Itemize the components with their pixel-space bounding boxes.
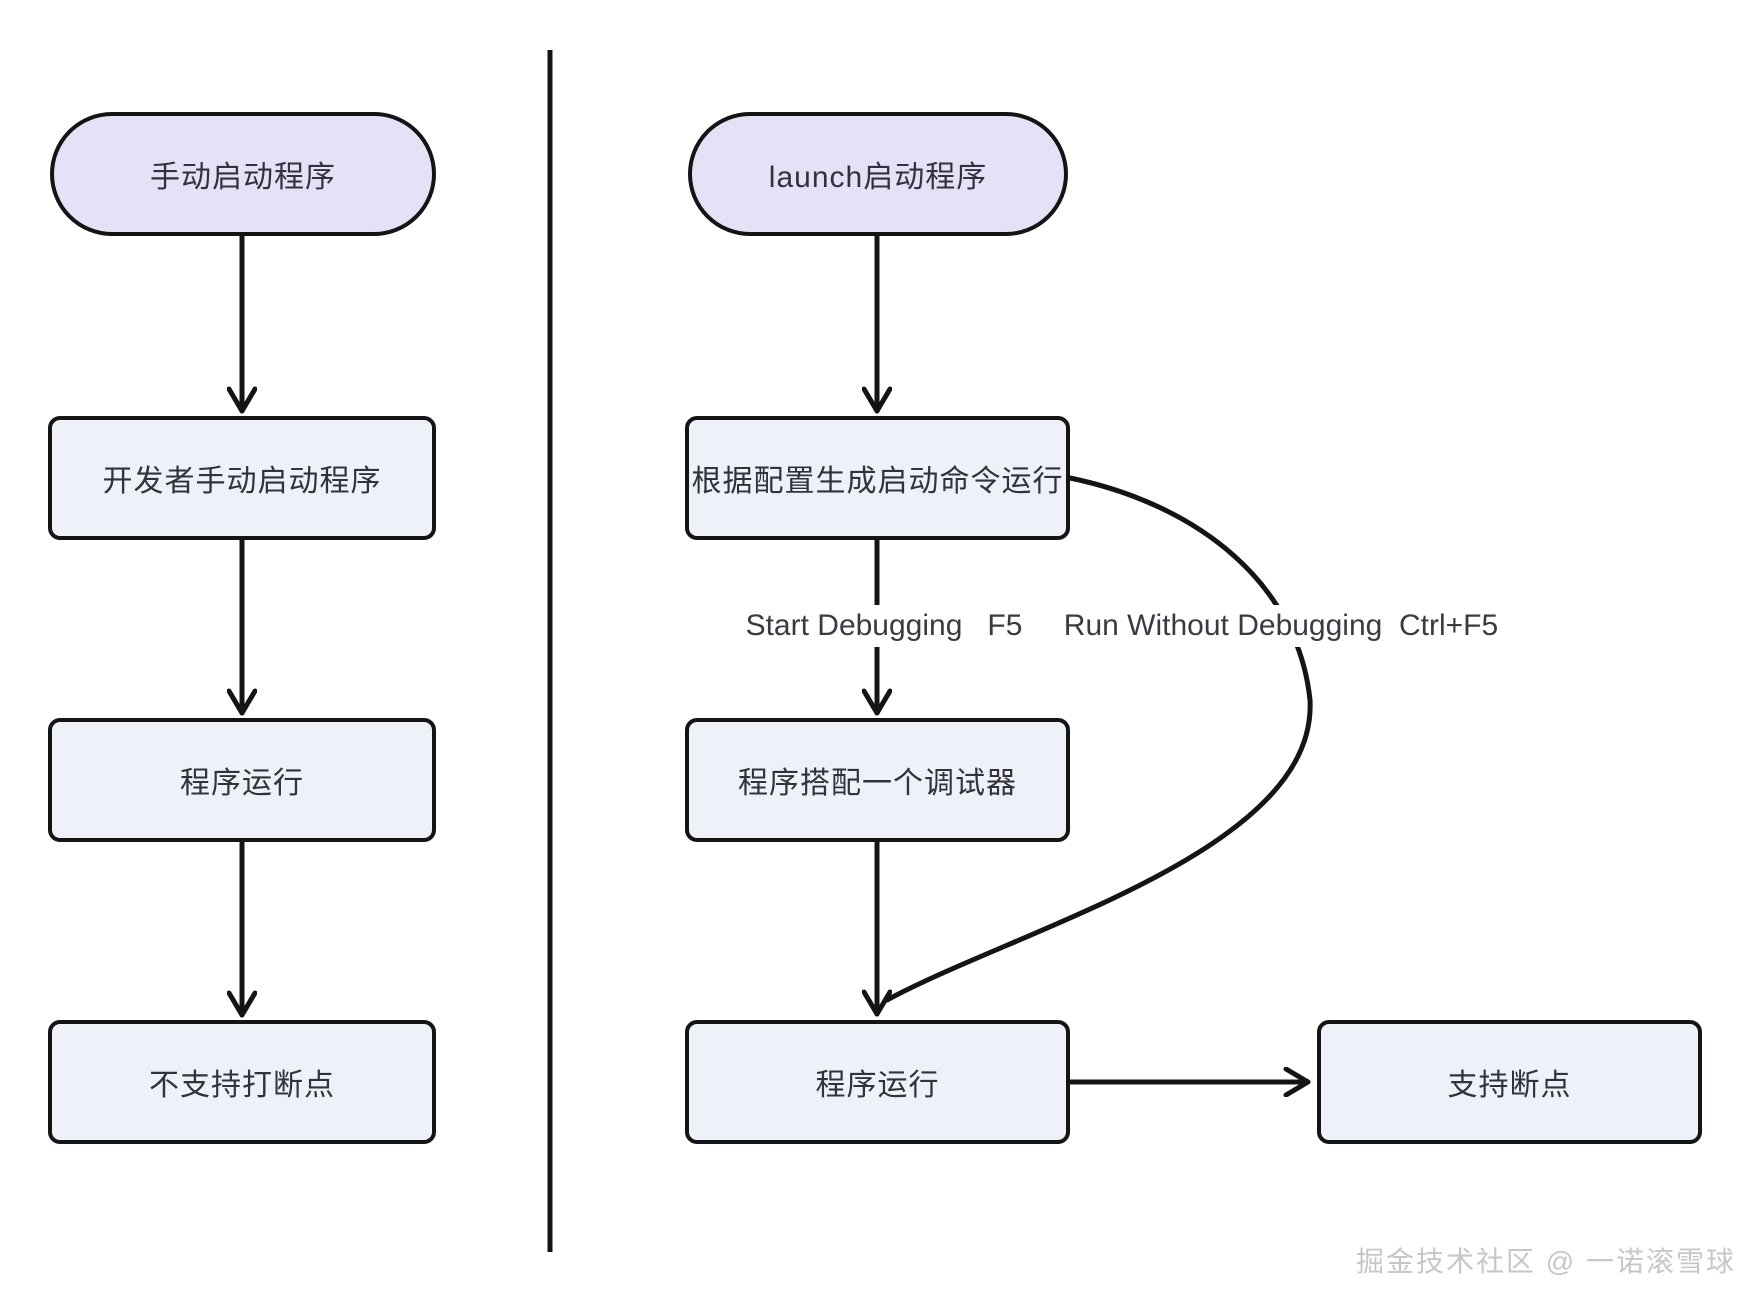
edge-label-start-debugging: Start Debugging F5 [735,605,1033,647]
watermark-text: 掘金技术社区 @ 一诺滚雪球 [1356,1246,1736,1277]
node-breakpoint-supported: 支持断点 [1317,1020,1702,1144]
node-launch-debugger: 程序搭配一个调试器 [685,718,1070,842]
edge-label-run-without-debugging: Run Without Debugging Ctrl+F5 [1053,605,1509,647]
node-manual-program-run: 程序运行 [48,718,436,842]
node-manual-start: 手动启动程序 [50,112,436,236]
edge-command-bypass-to-run [884,475,1313,1003]
node-launch-start: launch启动程序 [688,112,1068,236]
node-launch-command: 根据配置生成启动命令运行 [685,416,1070,540]
node-launch-program-run: 程序运行 [685,1020,1070,1144]
node-manual-dev-start: 开发者手动启动程序 [48,416,436,540]
node-no-breakpoint: 不支持打断点 [48,1020,436,1144]
